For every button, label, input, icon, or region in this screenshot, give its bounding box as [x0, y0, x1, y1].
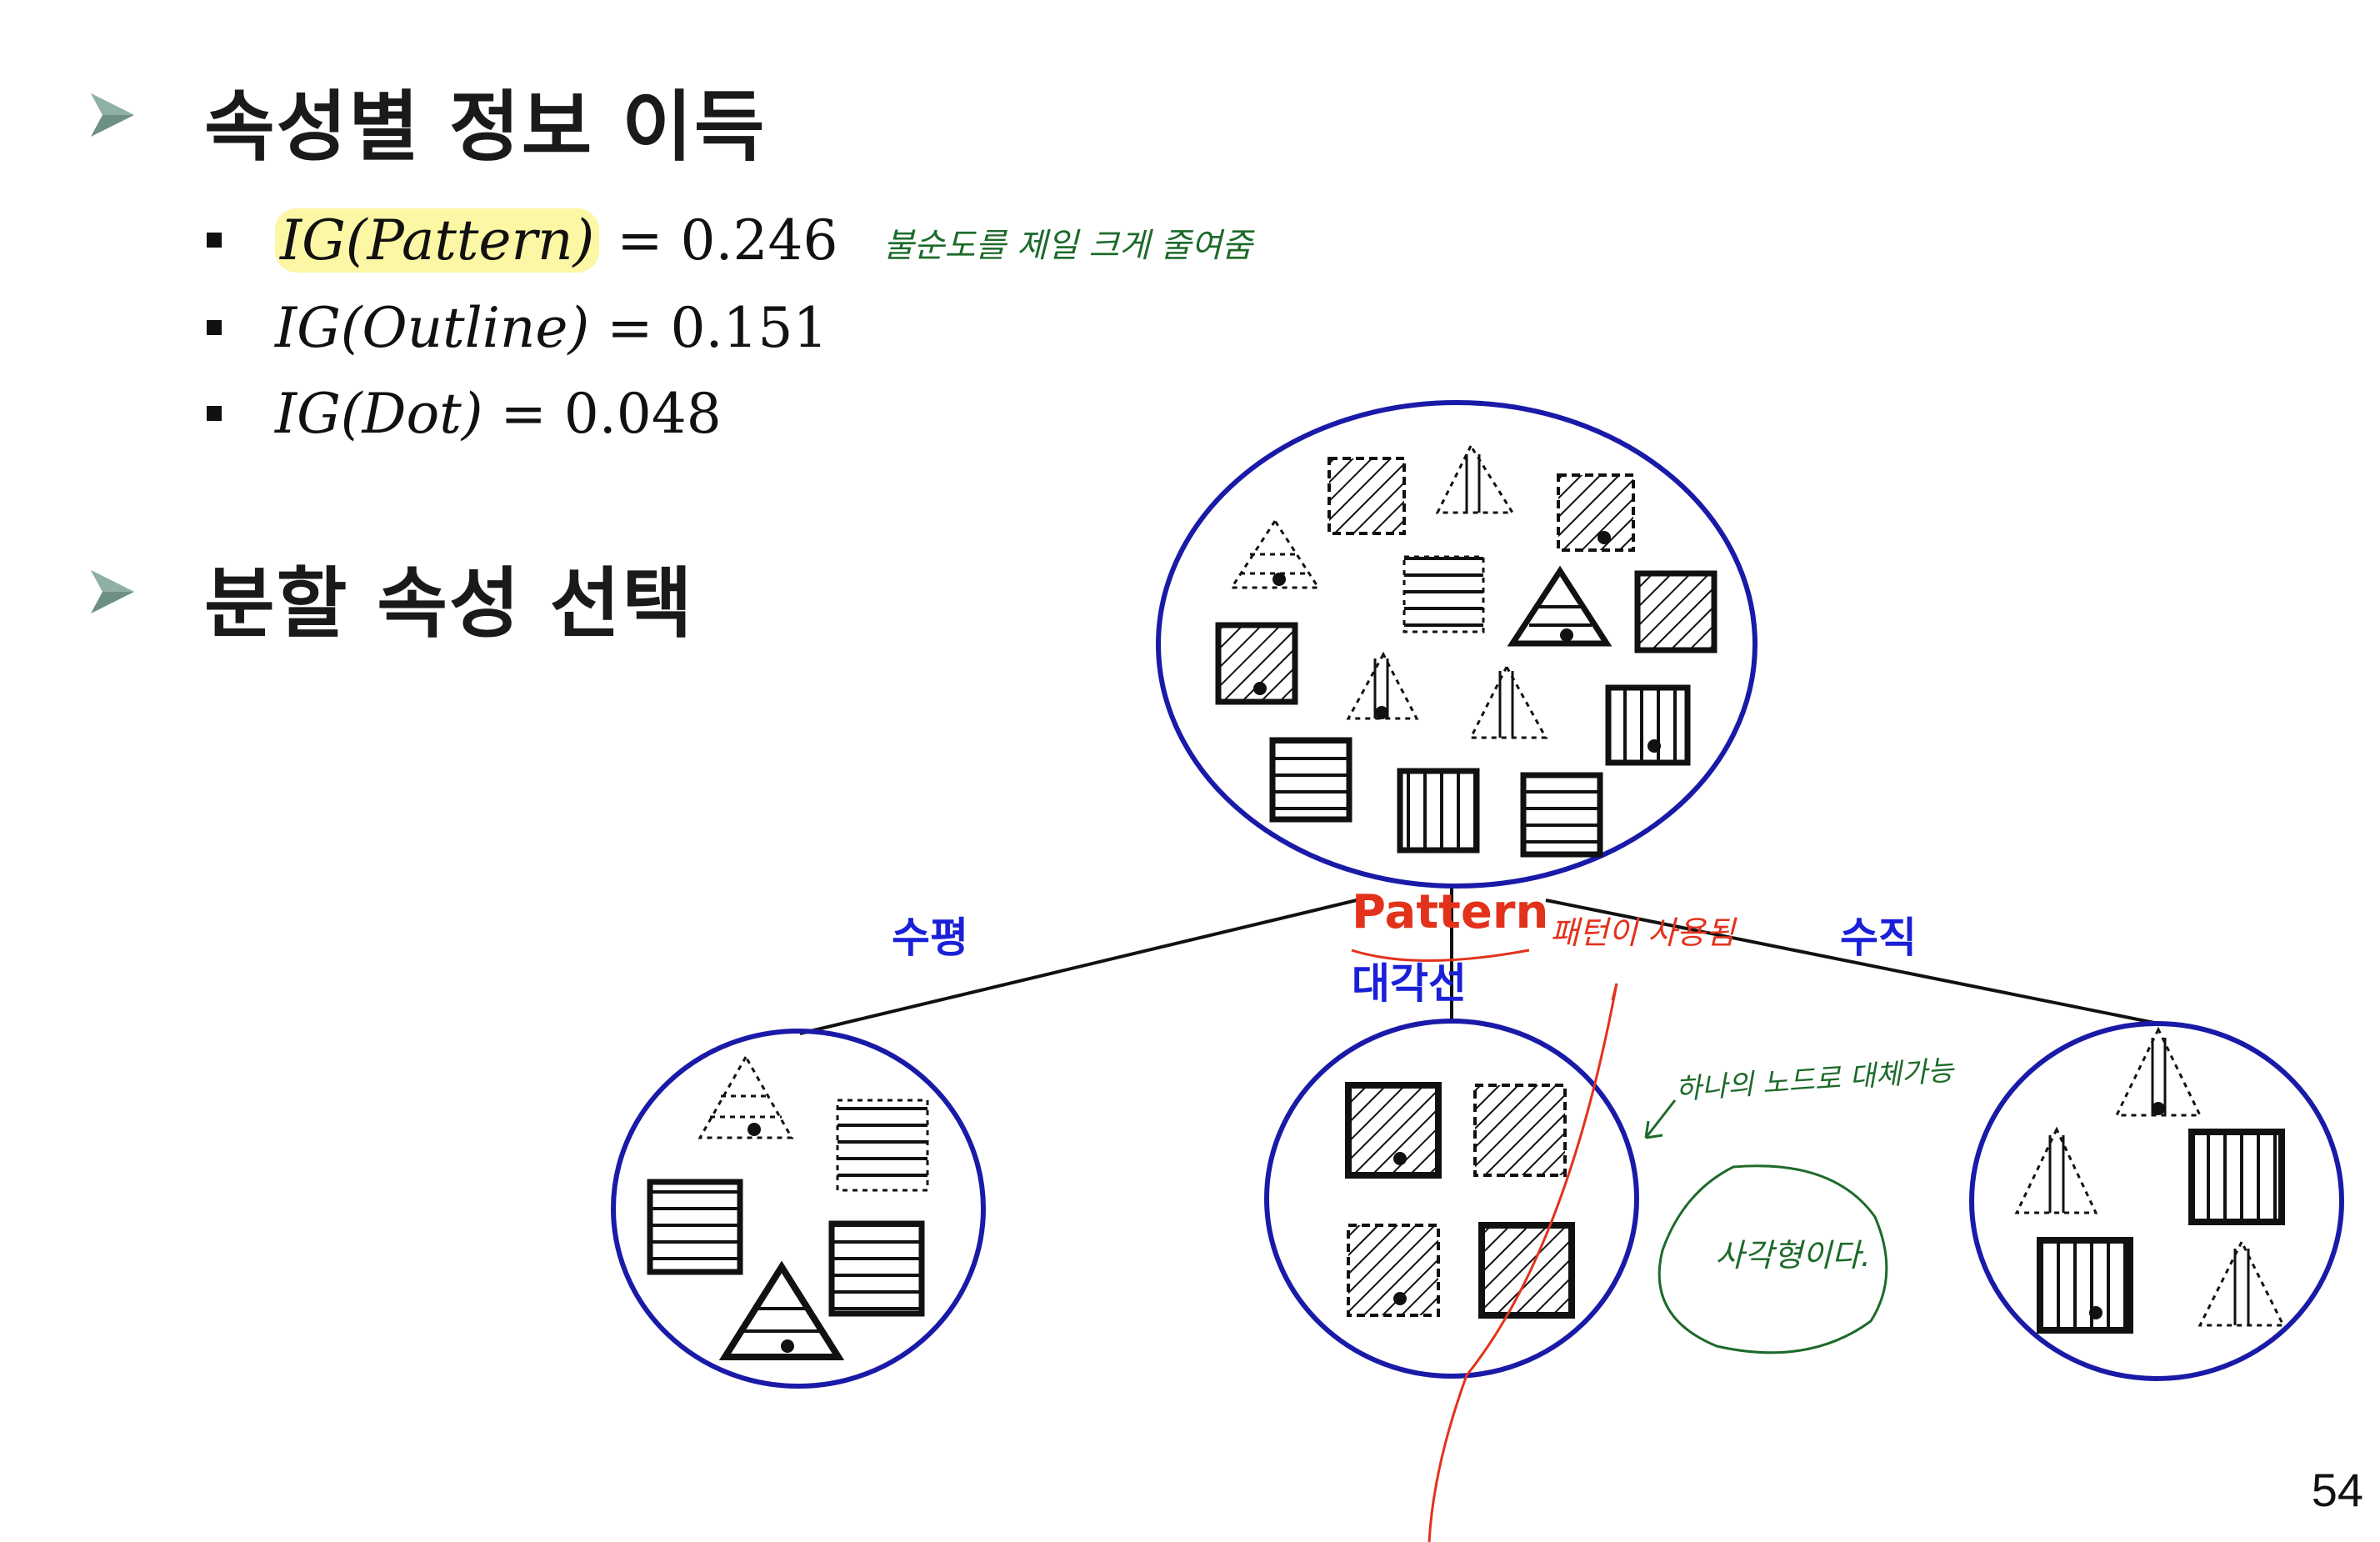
shape-vertical-solid-square: [2040, 1240, 2130, 1330]
shape-vertical-solid-square: [1608, 688, 1688, 763]
root-attribute-label: Pattern: [1352, 885, 1548, 939]
handwritten-square-note: 사각형이다.: [1715, 1229, 1871, 1275]
shape-diag-solid-square: [1482, 1225, 1572, 1315]
middle-child-node: [1267, 1021, 1637, 1376]
shape-diag-dashed-square: [1475, 1085, 1565, 1175]
green-arrow-stroke: [1646, 1100, 1675, 1138]
shape-dashed-triangle-vertical: [1471, 667, 1546, 738]
shape-vertical-solid-square: [1400, 771, 1477, 850]
page-number: 54: [2312, 1463, 2363, 1517]
shape-dashed-horizontal-square: [838, 1100, 928, 1190]
shape-horizontal-solid-square: [1523, 775, 1600, 854]
right-child-node: [1972, 1024, 2342, 1379]
shape-dashed-triangle-vertical: [1438, 446, 1512, 513]
branch-label-vertical: 수직: [1840, 904, 1917, 964]
shape-diag-solid-square: [1638, 573, 1714, 650]
shape-horizontal-solid-square: [1272, 740, 1349, 819]
left-child-shapes: [650, 1057, 928, 1357]
shape-horizontal-solid-square: [650, 1182, 740, 1272]
branch-label-diagonal: 대각선: [1352, 950, 1467, 1010]
handwritten-pattern-used-note: 패턴이 사용됨: [1550, 907, 1735, 953]
shape-diag-dashed-square: [1558, 475, 1633, 550]
shape-vertical-solid-square: [2192, 1132, 2282, 1222]
shape-dashed-triangle-vertical: [2017, 1129, 2096, 1213]
shape-diag-dashed-square: [1329, 458, 1404, 533]
middle-child-shapes: [1348, 1085, 1572, 1315]
right-child-shapes: [2017, 1029, 2283, 1330]
root-node-shapes: [1218, 446, 1714, 854]
edge-left: [800, 900, 1357, 1034]
branch-label-horizontal: 수평: [892, 904, 968, 964]
shape-dashed-triangle-vertical: [2200, 1242, 2283, 1325]
shape-horizontal-solid-square: [832, 1224, 922, 1314]
shape-dashed-horizontal-square: [1404, 557, 1483, 632]
shape-diag-solid-square: [1348, 1085, 1438, 1175]
shape-diag-dashed-square: [1348, 1225, 1438, 1315]
